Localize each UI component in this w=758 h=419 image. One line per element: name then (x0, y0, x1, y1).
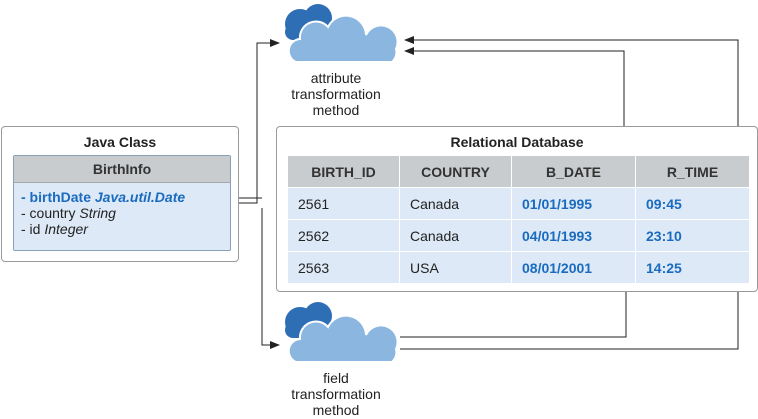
table-cell: 23:10 (635, 219, 750, 252)
attribute-country: - country String (21, 205, 230, 221)
table-header-row: BIRTH_ID COUNTRY B_DATE R_TIME (287, 155, 750, 188)
arrow-class-to-field-method (261, 208, 280, 349)
table-cell: 01/01/1995 (511, 187, 636, 220)
attribute-method-label-line: attribute (310, 70, 362, 86)
attribute-method-label-line: transformation (291, 86, 381, 102)
attribute-method-label: attribute transformation method (276, 70, 396, 118)
table-cell: 04/01/1993 (511, 219, 636, 252)
attribute-method-cloud-icon (285, 4, 399, 63)
class-attributes: - birthDate Java.util.Date - country Str… (14, 183, 230, 237)
table-cell: Canada (399, 187, 512, 220)
table-row: 2563 USA 08/01/2001 14:25 (287, 251, 750, 284)
table-row: 2562 Canada 04/01/1993 23:10 (287, 219, 750, 252)
attribute-type: Java.util.Date (94, 189, 186, 205)
table-cell: 2562 (287, 219, 400, 252)
table-cell: Canada (399, 219, 512, 252)
field-method-cloud-icon (285, 302, 399, 363)
class-box: BirthInfo - birthDate Java.util.Date - c… (13, 155, 231, 251)
attribute-name: - country (21, 205, 80, 221)
attribute-id: - id Integer (21, 221, 230, 237)
column-header: R_TIME (635, 155, 750, 188)
arrow-class-to-attribute-method (238, 39, 280, 204)
field-method-label-line: field (323, 370, 349, 386)
table-cell: 2561 (287, 187, 400, 220)
attribute-birthdate: - birthDate Java.util.Date (21, 189, 230, 205)
database-title: Relational Database (450, 134, 584, 150)
table-cell: 2563 (287, 251, 400, 284)
table-row: 2561 Canada 01/01/1995 09:45 (287, 187, 750, 220)
java-class-panel: Java Class BirthInfo - birthDate Java.ut… (1, 126, 239, 262)
field-method-label-line: transformation (291, 386, 381, 402)
column-header: BIRTH_ID (287, 155, 400, 188)
field-method-label: field transformation method (276, 370, 396, 418)
table-cell: 09:45 (635, 187, 750, 220)
table-cell: USA (399, 251, 512, 284)
java-class-title: Java Class (83, 134, 157, 150)
attribute-type: String (79, 205, 116, 221)
field-method-label-line: method (312, 402, 360, 418)
attribute-method-label-line: method (312, 102, 360, 118)
table-cell: 08/01/2001 (511, 251, 636, 284)
database-table: BIRTH_ID COUNTRY B_DATE R_TIME 2561 Cana… (287, 155, 750, 284)
attribute-type: Integer (44, 221, 88, 237)
column-header: COUNTRY (399, 155, 512, 188)
class-name: BirthInfo (14, 156, 230, 183)
database-panel: Relational Database BIRTH_ID COUNTRY B_D… (276, 126, 758, 292)
attribute-name: - birthDate (21, 189, 95, 205)
table-cell: 14:25 (635, 251, 750, 284)
column-header: B_DATE (511, 155, 636, 188)
attribute-name: - id (21, 221, 45, 237)
